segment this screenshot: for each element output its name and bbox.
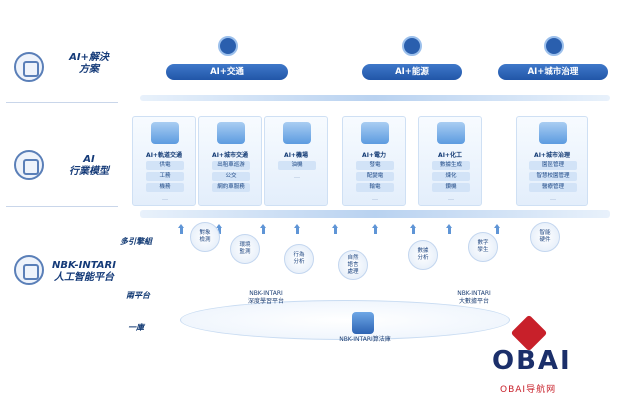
model-card-chemical: AI+化工 數據生成 煉化 鑽機 … — [418, 116, 482, 206]
platform-icon — [14, 255, 44, 285]
model-item: … — [162, 195, 168, 202]
solutions-icon — [14, 52, 44, 82]
model-title: AI+軌道交通 — [146, 152, 182, 159]
up-arrow — [494, 224, 501, 234]
model-item: 工務 — [146, 172, 184, 181]
up-arrow — [372, 224, 379, 234]
platform-base — [180, 300, 510, 340]
platform-label: NBK-INTARI 人工智能平台 — [52, 260, 116, 283]
model-card-power: AI+電力 發電 配變電 輸電 … — [342, 116, 406, 206]
solution-traffic: AI+交通 — [166, 64, 288, 80]
model-item: … — [294, 173, 300, 180]
engine-smart-hardware: 智能 硬件 — [530, 222, 560, 252]
model-item: 鑽機 — [432, 183, 470, 192]
models-icon — [14, 150, 44, 180]
model-item: … — [448, 195, 454, 202]
model-item: 醫療管理 — [529, 183, 577, 192]
up-arrow — [446, 224, 453, 234]
train-icon — [151, 122, 179, 144]
model-item: 發電 — [356, 161, 394, 170]
engine-environment: 環境 監測 — [230, 234, 260, 264]
engines-sublabel: 多引擎組 — [120, 237, 152, 246]
model-card-rail: AI+軌道交通 供電 工務 機務 … — [132, 116, 196, 206]
chemical-icon — [437, 122, 465, 144]
model-title: AI+化工 — [438, 152, 462, 159]
model-title: AI+機場 — [284, 152, 308, 159]
library-sublabel: 一庫 — [128, 323, 144, 332]
solution-energy: AI+能源 — [362, 64, 462, 80]
model-item: 油機 — [278, 161, 316, 170]
engine-data-analysis: 數據 分析 — [408, 240, 438, 270]
platform-title: NBK-INTARI — [249, 290, 283, 297]
library-icon — [352, 312, 374, 334]
solution-city: AI+城市治理 — [498, 64, 608, 80]
model-item: 輸電 — [356, 183, 394, 192]
solutions-label: AI+解決 方案 — [69, 52, 109, 75]
obai-logo: OBAI — [492, 346, 572, 376]
city-icon — [539, 122, 567, 144]
engine-object-detection: 對象 檢測 — [190, 222, 220, 252]
platform-subtitle: 大數據平台 — [458, 298, 489, 305]
model-item: 出租車巡游 — [212, 161, 250, 170]
power-icon — [361, 122, 389, 144]
deep-learning-platform: NBK-INTARI 深度學習平台 — [226, 290, 306, 306]
models-band — [140, 210, 610, 218]
model-item: 智慧校園管理 — [529, 172, 577, 181]
up-arrow — [294, 224, 301, 234]
up-arrow — [260, 224, 267, 234]
model-item: 供電 — [146, 161, 184, 170]
up-arrow — [410, 224, 417, 234]
model-item: 公交 — [212, 172, 250, 181]
obai-caption: OBAI导航网 — [500, 385, 557, 395]
model-item: … — [372, 195, 378, 202]
model-card-airport: AI+機場 油機 … — [264, 116, 328, 206]
traffic-solution-icon — [218, 36, 238, 56]
model-item: 網約車服務 — [212, 183, 250, 192]
airplane-icon — [283, 122, 311, 144]
divider-1 — [6, 102, 118, 103]
model-title: AI+城市交通 — [212, 152, 248, 159]
engine-nlp: 自然 語言 處理 — [338, 250, 368, 280]
model-item: 煉化 — [432, 172, 470, 181]
platforms-sublabel: 兩平台 — [126, 291, 150, 300]
divider-2 — [6, 206, 118, 207]
platform-subtitle: 深度學習平台 — [247, 298, 284, 305]
model-title: AI+城市治理 — [534, 152, 570, 159]
up-arrow — [216, 224, 223, 234]
model-item: 數據生成 — [432, 161, 470, 170]
models-label: AI 行業模型 — [69, 154, 109, 177]
platform-title: NBK-INTARI — [457, 290, 491, 297]
model-item: 配變電 — [356, 172, 394, 181]
model-item: 機務 — [146, 183, 184, 192]
engine-behavior: 行為 分析 — [284, 244, 314, 274]
big-data-platform: NBK-INTARI 大數據平台 — [434, 290, 514, 306]
solutions-band — [140, 95, 610, 101]
model-title: AI+電力 — [362, 152, 386, 159]
model-card-urban-traffic: AI+城市交通 出租車巡游 公交 網約車服務 — [198, 116, 262, 206]
up-arrow — [178, 224, 185, 234]
city-solution-icon — [544, 36, 564, 56]
model-item: … — [550, 195, 556, 202]
engine-digital-twin: 數字 孿生 — [468, 232, 498, 262]
model-item: 園區管理 — [529, 161, 577, 170]
building-icon — [217, 122, 245, 144]
model-card-city: AI+城市治理 園區管理 智慧校園管理 醫療管理 … — [516, 116, 588, 206]
up-arrow — [332, 224, 339, 234]
algorithm-library: NBK-INTARI算法庫 — [339, 336, 391, 343]
energy-solution-icon — [402, 36, 422, 56]
